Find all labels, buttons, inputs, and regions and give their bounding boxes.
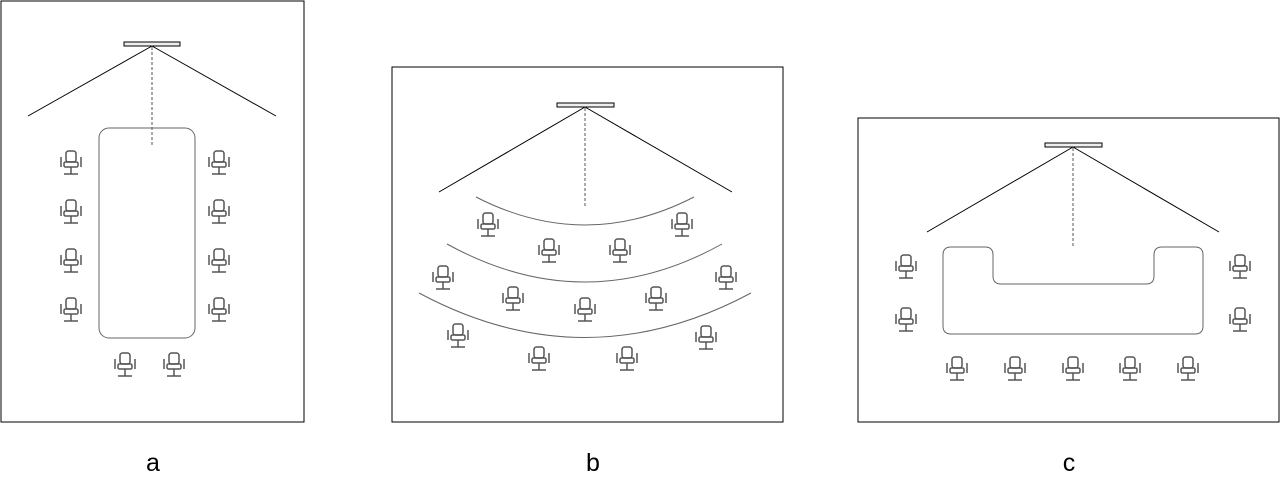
panel-b-row-arc-1 (475, 196, 695, 226)
panel-b-row-arc-3 (418, 292, 752, 338)
panel-b-seats (432, 212, 737, 371)
seat (208, 199, 230, 224)
panel-a-table (98, 127, 196, 339)
panel-b-frame (391, 66, 784, 423)
panel-b (391, 66, 784, 423)
panel-a-caption: a (146, 449, 160, 477)
seat (477, 212, 499, 237)
seat (528, 346, 550, 371)
panel-c-view-beam-left (926, 146, 1074, 233)
panel-a (0, 0, 305, 423)
panel-a-view-beam-left (27, 45, 153, 117)
seat (895, 307, 917, 332)
seat (208, 297, 230, 322)
panel-c-view-beam-right (1072, 146, 1220, 233)
seat (60, 150, 82, 175)
panel-a-frame (0, 0, 305, 423)
seat (1229, 307, 1251, 332)
seat (946, 356, 968, 381)
panel-b-row-arc-2 (446, 243, 723, 283)
seat (715, 265, 737, 290)
seat (208, 248, 230, 273)
panel-c-seats (895, 254, 1251, 381)
seat (432, 265, 454, 290)
panel-a-view-beam-right (151, 45, 277, 117)
seat (895, 254, 917, 279)
seat (1004, 356, 1026, 381)
seat (1119, 356, 1141, 381)
seat (1229, 254, 1251, 279)
seat (609, 238, 631, 263)
seat (695, 325, 717, 350)
seat (447, 323, 469, 348)
seat (1062, 356, 1084, 381)
seat (671, 212, 693, 237)
panel-c-screen (1044, 142, 1103, 148)
panel-a-screen (123, 41, 181, 47)
panel-c (857, 117, 1280, 423)
panel-b-caption: b (586, 449, 600, 477)
seat (645, 286, 667, 311)
panel-c-caption: c (1062, 449, 1076, 477)
seat (616, 346, 638, 371)
seat (1177, 356, 1199, 381)
panel-c-u-table (942, 246, 1204, 335)
panel-c-frame (857, 117, 1280, 423)
seat (574, 297, 596, 322)
panel-b-screen (556, 102, 615, 108)
seat (163, 352, 185, 377)
seat (60, 297, 82, 322)
seat (208, 150, 230, 175)
seat (502, 286, 524, 311)
seat (60, 248, 82, 273)
seat (114, 352, 136, 377)
panel-a-seats (60, 150, 230, 377)
panel-b-view-beam-right (584, 106, 733, 193)
seat (538, 238, 560, 263)
panel-b-view-beam-left (438, 106, 586, 193)
seat (60, 199, 82, 224)
